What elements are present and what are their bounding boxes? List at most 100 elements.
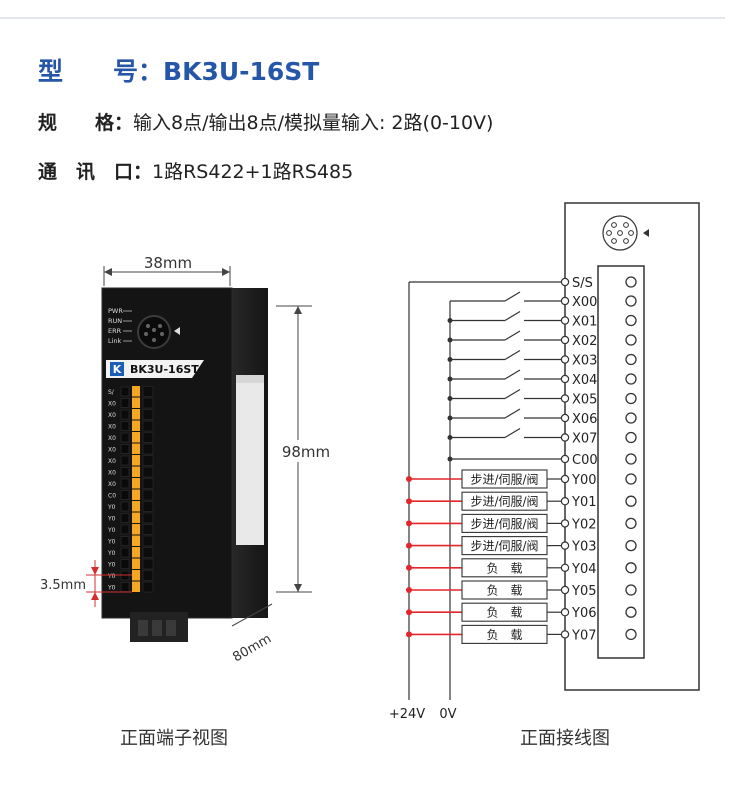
terminal-release[interactable] [120,478,130,489]
terminal-release[interactable] [120,547,130,558]
load-label: 步进/伺服/阀 [470,539,538,553]
terminal-lever[interactable] [132,581,140,593]
terminal-hole[interactable] [142,443,154,455]
terminal-hole[interactable] [142,478,154,489]
terminal-lever[interactable] [132,432,140,443]
input-switch [504,330,521,341]
terminal-node [560,585,570,595]
terminal-release[interactable] [120,432,130,443]
led-label: RUN [108,317,122,325]
terminal-lever[interactable] [132,570,140,581]
terminal-hole[interactable] [142,581,154,593]
terminal-hole[interactable] [142,501,154,512]
load-label: 负 载 [486,561,522,575]
spec-row: 规 格：输入8点/输出8点/模拟量输入: 2路(0-10V) [38,108,493,135]
model-value: BK3U-16ST [163,57,320,86]
terminal-release[interactable] [120,444,130,454]
terminal-node [560,433,570,442]
input-switch [504,408,521,419]
terminal-hole[interactable] [142,558,154,570]
port-arrow-icon [643,229,649,237]
terminal-lever[interactable] [132,386,140,397]
port-arrow-icon [174,327,180,335]
terminal-release[interactable] [120,536,130,546]
terminal-release[interactable] [120,490,130,500]
terminal-lever[interactable] [132,478,140,489]
model-label: 型 号： [38,57,164,86]
terminal-label: X0 [108,470,116,477]
terminal-lever[interactable] [132,512,140,524]
screw-terminal [625,606,637,618]
input-switch [504,369,521,380]
wiring-caption: 正面接线图 [520,728,610,749]
model-row: 型 号：BK3U-16ST [38,52,319,88]
terminal-hole[interactable] [142,397,154,409]
terminal-label: C0 [108,493,116,500]
terminal-label: Y0 [107,585,116,592]
terminal-release[interactable] [120,501,130,512]
screw-terminal [625,295,637,307]
screw-terminal [625,628,637,641]
terminal-lever[interactable] [132,547,140,558]
terminal-release[interactable] [120,421,130,431]
terminal-hole[interactable] [142,420,154,432]
terminal-hole[interactable] [142,524,154,535]
terminal-hole[interactable] [142,409,154,420]
terminal-node [560,630,570,639]
terminal-hole[interactable] [142,466,154,478]
terminal-hole[interactable] [142,386,154,397]
terminal-hole[interactable] [142,489,154,501]
terminal-release[interactable] [120,524,130,535]
terminal-release[interactable] [120,409,130,420]
input-label: X00 [572,295,597,310]
terminal-release[interactable] [120,582,130,592]
brand-logo [110,362,124,376]
input-switch [504,310,521,322]
spec-value: 输入8点/输出8点/模拟量输入: 2路(0-10V) [133,112,494,134]
terminal-lever[interactable] [132,524,140,535]
height-dim-label: 98mm [282,443,330,461]
terminal-hole[interactable] [142,455,154,466]
terminal-label: Y0 [107,527,116,534]
side-label [236,375,264,545]
terminal-lever[interactable] [132,466,140,478]
terminal-label: Y0 [107,573,116,580]
terminal-hole[interactable] [142,512,154,524]
terminal-release[interactable] [120,559,130,569]
terminal-label: Y0 [107,562,116,569]
terminal-lever[interactable] [132,443,140,455]
terminal-release[interactable] [120,455,130,466]
screw-terminal [625,392,637,405]
terminal-lever[interactable] [132,397,140,409]
terminal-release[interactable] [120,398,130,408]
terminal-hole[interactable] [142,547,154,558]
screw-terminal [625,539,637,552]
terminal-release[interactable] [120,513,130,523]
terminal-node [560,374,570,384]
terminal-lever[interactable] [132,455,140,466]
terminal-label: Y0 [107,516,116,523]
terminal-block [597,265,645,659]
terminal-lever[interactable] [132,501,140,512]
input-label: X03 [572,354,597,369]
terminal-hole[interactable] [142,535,154,547]
plus24v-label: +24V [389,707,425,722]
terminal-lever[interactable] [132,420,140,432]
top-divider [0,17,725,19]
terminal-lever[interactable] [132,535,140,547]
output-label: Y06 [571,606,596,621]
terminal-lever[interactable] [132,558,140,570]
terminal-label: X0 [108,458,116,465]
terminal-lever[interactable] [132,409,140,420]
terminal-hole[interactable] [142,432,154,443]
output-label: Y02 [571,517,596,532]
led-label: PWR [108,307,123,315]
terminal-hole[interactable] [142,570,154,581]
terminal-release[interactable] [120,467,130,477]
brand-logo-letter: K [113,363,122,376]
terminal-lever[interactable] [132,489,140,501]
terminal-release[interactable] [120,386,130,397]
